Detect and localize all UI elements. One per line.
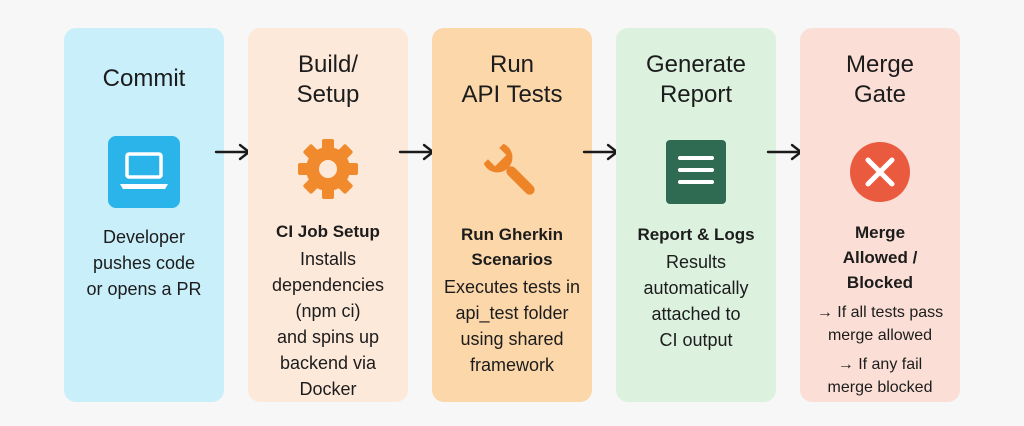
- step-subheading: CI Job Setup: [276, 219, 380, 244]
- step-title: Run API Tests: [462, 50, 563, 114]
- description-line: CI output: [659, 330, 733, 350]
- step-card-build-setup: Build/ Setup CI Job Setup Installs depen…: [248, 28, 408, 402]
- description-line: and spins up: [276, 327, 380, 347]
- step-subheading: Run Gherkin Scenarios: [461, 222, 563, 272]
- subheading-line: CI Job Setup: [276, 222, 380, 241]
- document-icon: [660, 136, 732, 208]
- step-title-line: Build/: [297, 51, 359, 78]
- step-description: Results automatically attached to CI out…: [643, 249, 748, 353]
- description-line: Results: [665, 252, 726, 272]
- rule-line: merge allowed: [827, 327, 933, 344]
- step-card-commit: Commit Developer pushes code or opens a …: [64, 28, 224, 402]
- description-line: pushes code: [92, 253, 196, 273]
- subheading-line: Report & Logs: [637, 225, 755, 244]
- rule-line: merge blocked: [827, 379, 933, 396]
- rule-line: → If all tests pass: [816, 304, 944, 321]
- step-subheading: Merge Allowed / Blocked: [843, 220, 918, 295]
- step-title-line: Run: [489, 51, 535, 78]
- step-title: Merge Gate: [846, 50, 914, 114]
- step-title-line: Merge: [845, 51, 915, 78]
- wrench-icon: [476, 136, 548, 208]
- step-card-generate-report: Generate Report Report & Logs Results au…: [616, 28, 776, 402]
- subheading-line: Allowed /: [842, 248, 918, 267]
- merge-rule-pass: → If all tests pass merge allowed: [817, 301, 943, 347]
- description-line: attached to: [651, 304, 741, 324]
- step-description: Executes tests in api_test folder using …: [444, 274, 580, 378]
- gear-icon: [292, 133, 364, 205]
- description-line: (npm ci): [295, 301, 361, 321]
- step-card-run-api-tests: Run API Tests Run Gherkin Scenarios Exec…: [432, 28, 592, 402]
- step-title-line: Gate: [853, 81, 907, 108]
- laptop-icon: [108, 136, 180, 208]
- step-title-line: Commit: [102, 65, 186, 92]
- step-title-line: Setup: [296, 81, 360, 108]
- step-title: Generate Report: [646, 50, 746, 114]
- step-title-line: Report: [659, 81, 733, 108]
- subheading-line: Blocked: [846, 273, 914, 292]
- step-description: Developer pushes code or opens a PR: [78, 224, 209, 302]
- step-card-merge-gate: Merge Gate Merge Allowed / Blocked → If …: [800, 28, 960, 402]
- description-line: using shared: [460, 329, 564, 349]
- step-title-line: API Tests: [461, 81, 563, 108]
- subheading-line: Run Gherkin: [460, 225, 563, 244]
- step-subheading: Report & Logs: [637, 222, 754, 247]
- description-line: backend via: [279, 353, 377, 373]
- step-description: Installs dependencies (npm ci) and spins…: [272, 246, 384, 402]
- description-line: framework: [469, 355, 554, 375]
- x-circle-icon: [844, 136, 916, 208]
- description-line: dependencies: [271, 275, 385, 295]
- merge-rule-fail: → If any fail merge blocked: [828, 353, 933, 399]
- step-title: Build/ Setup: [297, 50, 360, 111]
- rule-line: → If any fail: [837, 356, 923, 373]
- subheading-line: Scenarios: [471, 250, 553, 269]
- description-line: Executes tests in: [443, 277, 581, 297]
- description-line: Developer: [102, 227, 186, 247]
- description-line: or opens a PR: [86, 279, 202, 299]
- subheading-line: Merge: [854, 223, 906, 242]
- step-title: Commit: [103, 50, 186, 114]
- description-line: api_test folder: [455, 303, 569, 323]
- description-line: automatically: [643, 278, 749, 298]
- step-title-line: Generate: [645, 51, 747, 78]
- description-line: Docker: [299, 379, 357, 399]
- description-line: Installs: [299, 249, 356, 269]
